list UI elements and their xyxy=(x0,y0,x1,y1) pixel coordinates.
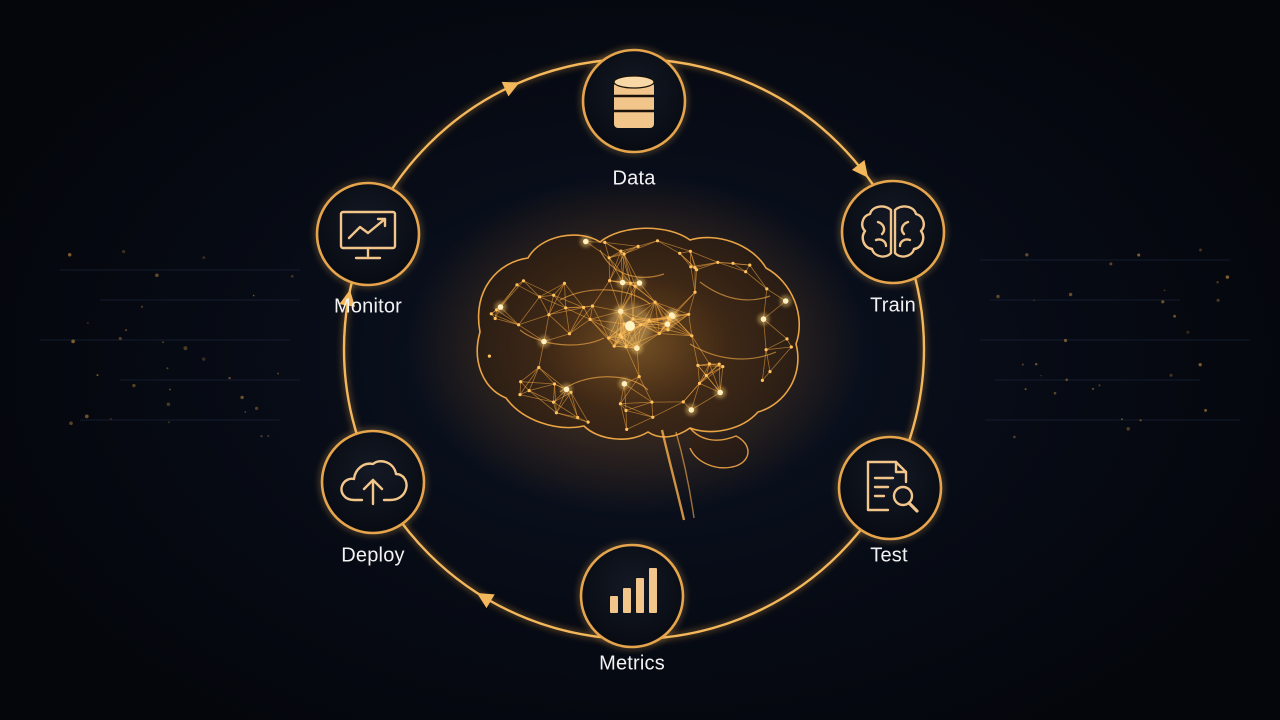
stage-node-deploy xyxy=(318,427,428,537)
background-circuit-lines xyxy=(40,259,1250,421)
cycle-arrow-1 xyxy=(501,81,520,97)
stage-label-test: Test xyxy=(870,544,908,567)
stage-label-data: Data xyxy=(612,167,656,190)
stage-node-train xyxy=(838,177,948,287)
stage-label-metrics: Metrics xyxy=(599,652,665,675)
bar-chart-icon xyxy=(610,568,657,613)
cloud-upload-icon xyxy=(340,460,408,506)
background-dots xyxy=(67,248,1230,439)
document-search-icon xyxy=(866,460,919,513)
stage-label-train: Train xyxy=(870,294,916,317)
cycle-arrow-4 xyxy=(476,592,495,609)
brain-icon xyxy=(861,205,925,258)
stage-label-deploy: Deploy xyxy=(341,544,405,567)
monitor-trend-icon xyxy=(339,210,397,260)
neural-brain-icon xyxy=(406,175,866,521)
cycle-arrow-2 xyxy=(851,160,869,178)
stage-node-metrics xyxy=(577,541,687,651)
database-icon xyxy=(613,75,655,128)
cycle-arrow-5 xyxy=(339,289,356,307)
stage-node-test xyxy=(835,433,945,543)
stage-node-monitor xyxy=(313,179,423,289)
stage-node-data xyxy=(579,46,689,156)
stage-label-monitor: Monitor xyxy=(333,295,403,318)
